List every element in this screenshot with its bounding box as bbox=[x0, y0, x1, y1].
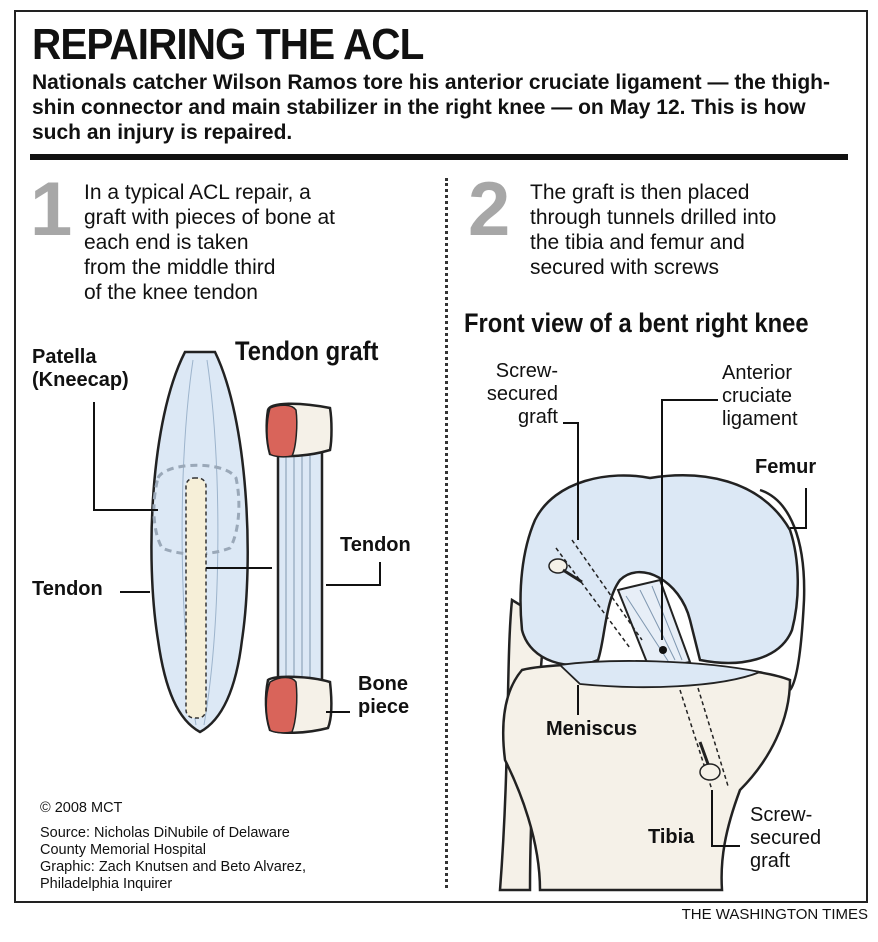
copyright-text: © 2008 MCT bbox=[40, 800, 123, 816]
tendon-graft-illustration bbox=[264, 402, 333, 734]
tendon-label-right: Tendon bbox=[340, 534, 411, 556]
screw-graft-bottom-label: Screw- secured graft bbox=[750, 804, 822, 872]
meniscus-label: Meniscus bbox=[546, 718, 638, 740]
step-1-number: 1 bbox=[30, 167, 73, 252]
source-text: Source: Nicholas DiNubile of Delaware Co… bbox=[40, 825, 290, 858]
step-2-number: 2 bbox=[468, 167, 511, 252]
graphic-credit-text: Graphic: Zach Knutsen and Beto Alvarez, … bbox=[40, 859, 306, 892]
bone-piece-label: Bone piece bbox=[358, 673, 410, 718]
screw-graft-top-label: Screw- secured graft bbox=[486, 360, 558, 428]
femur-label: Femur bbox=[755, 456, 817, 478]
step-1-text: In a typical ACL repair, a graft with pi… bbox=[84, 181, 335, 304]
patella-label: Patella (Kneecap) bbox=[32, 346, 129, 391]
publisher-footer: THE WASHINGTON TIMES bbox=[681, 906, 868, 923]
tendon-label-left: Tendon bbox=[32, 578, 103, 600]
tendon-graft-heading: Tendon graft bbox=[235, 336, 379, 366]
knee-view-heading: Front view of a bent right knee bbox=[464, 308, 809, 338]
acl-label: Anterior cruciate ligament bbox=[722, 362, 798, 430]
tibia-label: Tibia bbox=[648, 826, 695, 848]
header-rule bbox=[30, 154, 848, 160]
step-2-text: The graft is then placed through tunnels… bbox=[530, 181, 777, 279]
credits: © 2008 MCT Source: Nicholas DiNubile of … bbox=[40, 800, 306, 893]
page-title: REPAIRING THE ACL bbox=[32, 20, 424, 69]
knee-illustration bbox=[498, 474, 806, 892]
page-subtitle: Nationals catcher Wilson Ramos tore his … bbox=[32, 71, 830, 144]
patellar-tendon-illustration bbox=[150, 350, 249, 734]
column-divider bbox=[445, 178, 448, 888]
